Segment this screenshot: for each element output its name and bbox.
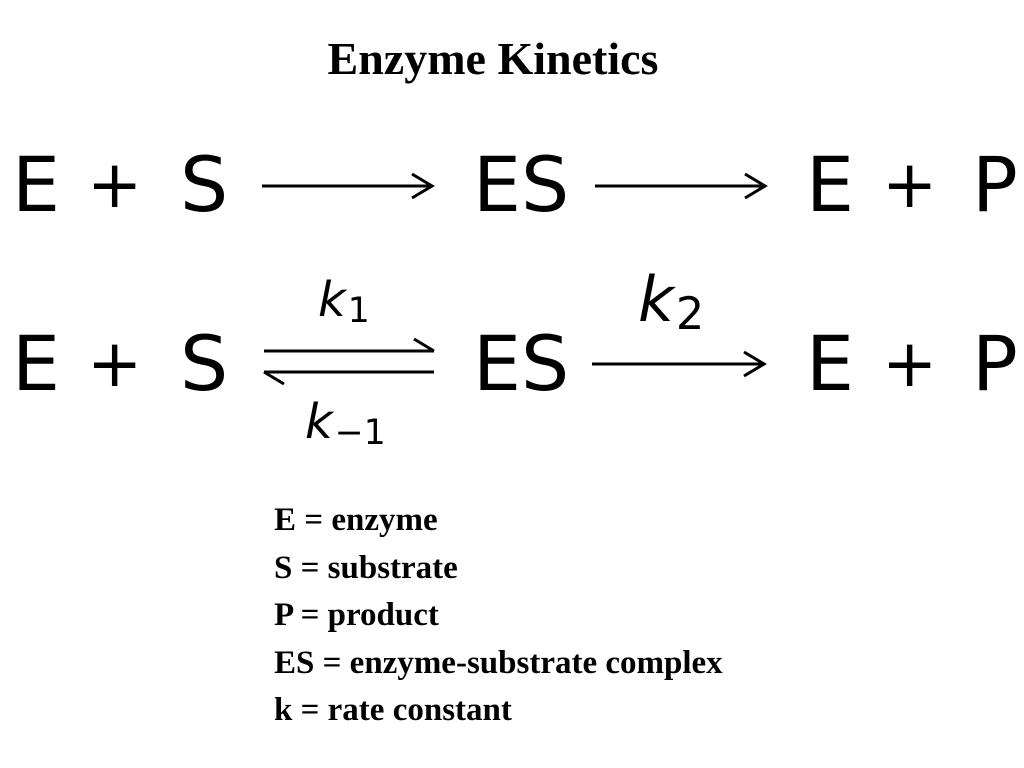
- term-product: P: [972, 140, 1018, 229]
- term-substrate: S: [180, 140, 229, 229]
- term-enzyme: E: [806, 319, 855, 408]
- legend-item: k = rate constant: [274, 692, 512, 728]
- plus-sign: +: [87, 146, 143, 223]
- term-enzyme: E: [12, 140, 61, 229]
- term-enzyme: E: [806, 140, 855, 229]
- term-substrate: S: [180, 319, 229, 408]
- rate-constant-k-minus-1: k−1: [305, 394, 386, 454]
- page-title: Enzyme Kinetics: [327, 33, 659, 84]
- term-product: P: [972, 319, 1018, 408]
- equilibrium-arrow: [263, 337, 435, 386]
- legend: E = enzyme S = substrate P = product ES …: [274, 497, 723, 735]
- legend-item: S = substrate: [274, 549, 458, 586]
- legend-item: ES = enzyme-substrate complex: [274, 644, 723, 681]
- legend-item: P = product: [274, 597, 439, 633]
- plus-sign: +: [87, 325, 143, 402]
- rate-constant-k1: k1: [318, 272, 370, 332]
- term-enzyme: E: [12, 319, 61, 408]
- forward-arrow: [262, 172, 435, 200]
- plus-sign: +: [882, 146, 938, 223]
- term-enzyme-substrate-complex: ES: [473, 140, 570, 229]
- plus-sign: +: [882, 325, 938, 402]
- forward-arrow: [595, 172, 768, 200]
- legend-item: E = enzyme: [274, 502, 438, 538]
- rate-constant-k2: k2: [638, 263, 705, 341]
- term-enzyme-substrate-complex: ES: [473, 319, 570, 408]
- forward-arrow: [592, 350, 767, 378]
